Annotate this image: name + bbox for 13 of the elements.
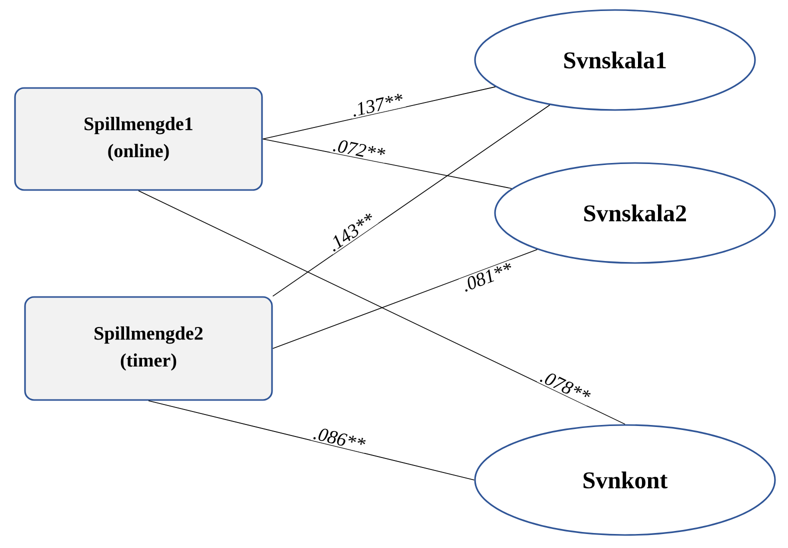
connector-line: [272, 249, 538, 349]
edge-label: .086**: [310, 424, 368, 454]
connector-line: [262, 138, 512, 189]
connector-line: [148, 400, 475, 480]
edge-label: .072**: [330, 136, 388, 163]
connector-line: [262, 86, 496, 140]
variable-box: Spillmengde1 (online): [14, 87, 263, 191]
edge-label: .137**: [348, 91, 406, 119]
connector-line: [272, 104, 550, 297]
edge-label: .081**: [458, 260, 516, 294]
edge-label: .078**: [536, 367, 594, 406]
variable-box: Spillmengde2 (timer): [24, 296, 273, 401]
connector-line: [138, 190, 626, 425]
